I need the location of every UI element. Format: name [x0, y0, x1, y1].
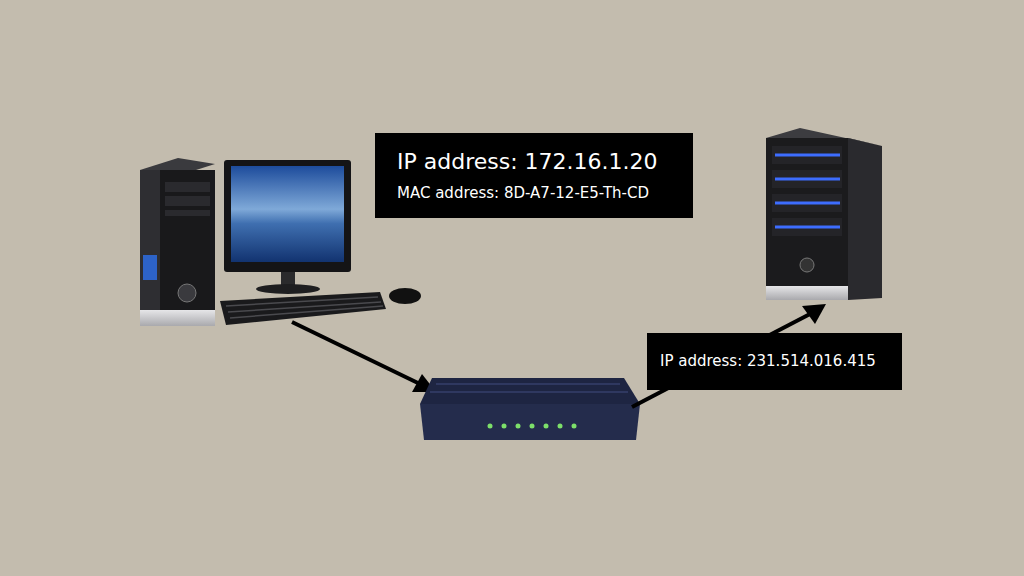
illustration-part	[226, 297, 378, 306]
illustration-part	[230, 306, 383, 318]
illustration-part	[160, 170, 215, 320]
illustration-part	[220, 292, 386, 325]
illustration-part	[775, 226, 840, 229]
address-label-box: IP address: 231.514.016.415	[647, 333, 902, 390]
illustration-part	[558, 424, 563, 429]
illustration-part	[178, 284, 196, 302]
illustration-part	[420, 404, 640, 440]
illustration-part	[544, 424, 549, 429]
illustration-part	[772, 194, 842, 212]
illustration-part	[140, 310, 215, 326]
illustration-part	[502, 424, 507, 429]
illustration-part	[165, 210, 210, 216]
illustration-part	[143, 255, 157, 280]
illustration-part	[775, 202, 840, 205]
illustration-part	[430, 391, 628, 393]
illustration-part	[772, 146, 842, 164]
illustration-part	[802, 304, 826, 324]
illustration-part	[775, 178, 840, 181]
illustration-part	[420, 378, 640, 404]
mouse	[389, 288, 421, 304]
illustration-part	[775, 154, 840, 157]
pc-tower	[140, 158, 215, 326]
illustration-part	[772, 170, 842, 188]
illustration-part	[766, 138, 848, 300]
illustration-part	[140, 170, 160, 320]
illustration-part	[488, 424, 493, 429]
illustration-part	[256, 284, 320, 294]
address-label-box: IP address: 172.16.1.20MAC address: 8D-A…	[375, 133, 693, 218]
illustration-part	[165, 182, 210, 192]
monitor	[224, 160, 351, 294]
keyboard	[220, 292, 386, 325]
illustration-part	[572, 424, 577, 429]
illustration-part	[848, 138, 882, 300]
illustration-part	[281, 272, 295, 286]
illustration-part	[165, 196, 210, 206]
illustration-part	[292, 322, 420, 384]
router	[420, 378, 640, 440]
illustration-part	[228, 302, 381, 312]
illustration-part	[516, 424, 521, 429]
ip-address-text: IP address: 172.16.1.20	[397, 148, 671, 176]
illustration-part	[800, 258, 814, 272]
illustration-part	[436, 383, 620, 385]
server-tower	[766, 128, 882, 300]
arrow	[292, 322, 436, 392]
mac-address-text: MAC address: 8D-A7-12-E5-Th-CD	[397, 184, 671, 203]
illustration-part	[772, 218, 842, 236]
illustration-part	[224, 160, 351, 272]
illustration-part	[530, 424, 535, 429]
ip-address-text: IP address: 231.514.016.415	[660, 352, 889, 371]
illustration-part	[231, 166, 344, 262]
illustration-part	[766, 286, 848, 300]
